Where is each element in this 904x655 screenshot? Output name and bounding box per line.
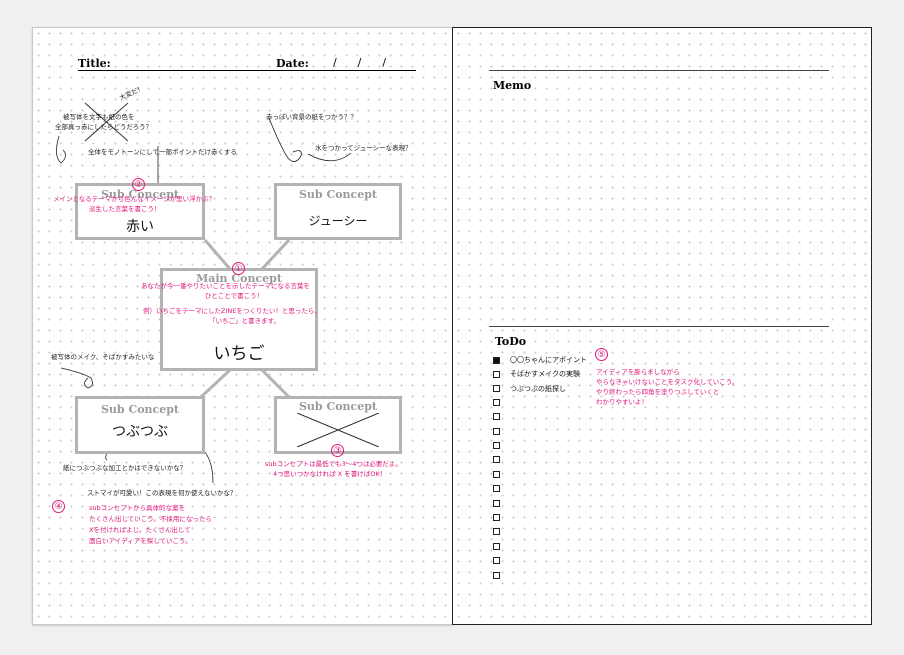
title-label: Title:	[78, 57, 111, 70]
memo-label: Memo	[493, 79, 532, 92]
main-concept-hint-2: ひとことで書こう！	[205, 292, 264, 300]
note-crossed-1: 被写体を文字も紙の色を	[63, 113, 135, 121]
note-paper-texture: 紙につぶつぶな加工とかはできないかな？	[63, 464, 187, 472]
todo-checkbox[interactable]	[493, 499, 500, 507]
todo-checkbox[interactable]	[493, 441, 500, 449]
main-concept-value: いちご	[213, 344, 265, 364]
todo-checkbox[interactable]	[493, 427, 500, 435]
step-2-badge: ②	[132, 178, 145, 191]
todo-item: 〇〇ちゃんにアポイント	[493, 355, 587, 365]
todo-checkbox[interactable]	[493, 557, 500, 565]
step-4-line-4: 面白いアイディアを探していこう。	[89, 537, 192, 545]
note-water: 水をつかってジューシーな表現？	[315, 144, 412, 152]
todo-item-label: そばかすメイクの実験	[510, 370, 580, 379]
todo-item	[493, 513, 510, 521]
todo-item	[493, 542, 510, 550]
note-monotone: 全体をモノトーンにして一部ポイントだけ赤くする	[88, 148, 237, 156]
cross-mark-icon	[297, 413, 379, 447]
step-5-line-4: わかりやすいよ！	[596, 398, 648, 406]
todo-checkbox[interactable]	[493, 398, 500, 406]
right-page: Memo ToDo 〇〇ちゃんにアポイントそばかすメイクの実験つぶつぶの紙探し …	[452, 27, 872, 625]
left-page: Title: Date: / / / Sub Concept 赤い Sub Co…	[32, 27, 453, 625]
todo-item-label: つぶつぶの紙探し	[510, 384, 566, 393]
todo-checkbox[interactable]	[493, 542, 500, 550]
todo-item	[493, 441, 510, 449]
todo-checkbox[interactable]	[493, 571, 500, 579]
todo-checkbox[interactable]	[493, 528, 500, 536]
sub-concept-title: Sub Concept	[298, 188, 378, 201]
main-concept-box[interactable]: Main Concept いちご	[160, 268, 318, 371]
todo-checkbox[interactable]	[493, 513, 500, 521]
step-1-badge: ①	[232, 262, 245, 275]
step-5-line-1: アイディアを膨らましながら	[596, 368, 680, 376]
step-5-badge: ⑤	[595, 348, 608, 361]
step-2-line-2: 派生した言葉を書こう！	[89, 205, 161, 213]
todo-item	[493, 456, 510, 464]
step-4-line-1: subコンセプトから具体的な案を	[89, 504, 186, 512]
todo-checkbox[interactable]	[493, 456, 500, 464]
step-4-line-2: たくさん出していこう。不採用になったら	[89, 515, 212, 523]
todo-checkbox[interactable]	[493, 413, 500, 421]
todo-checkbox[interactable]	[493, 356, 500, 364]
todo-item	[493, 398, 510, 406]
date-label: Date:	[276, 57, 309, 70]
sub-concept-value: つぶつぶ	[112, 424, 168, 440]
step-2-line-1: メインとなるテーマから色んなイメージが思い浮かぶ？	[53, 195, 216, 203]
todo-item	[493, 470, 510, 478]
todo-rule	[489, 326, 829, 327]
step-3-line-1: subコンセプトは最低でも3〜4つは必要だよ。	[265, 460, 402, 468]
todo-item	[493, 485, 510, 493]
todo-checkbox[interactable]	[493, 470, 500, 478]
step-5-line-2: やらなきゃいけないことをタスク化していこう。	[596, 378, 739, 386]
todo-item: つぶつぶの紙探し	[493, 384, 566, 394]
sub-concept-title: Sub Concept	[100, 188, 180, 201]
todo-checkbox[interactable]	[493, 385, 500, 393]
main-concept-example-1: 例）いちごをテーマにしたZINEをつくりたい！と思ったら、	[143, 307, 321, 315]
main-concept-title: Main Concept	[196, 272, 282, 285]
sub-concept-value: 赤い	[126, 219, 154, 235]
todo-label: ToDo	[495, 335, 527, 348]
date-slashes: / / /	[333, 56, 387, 69]
main-concept-hint-1: あなたが今一番やりたいことを示したテーマになる言葉を	[141, 282, 310, 290]
step-3-line-2: 4つ思いつかなければ X を書けばOK！	[273, 470, 387, 478]
todo-item-label: 〇〇ちゃんにアポイント	[510, 356, 587, 364]
todo-item	[493, 499, 510, 507]
note-crossed-2: 全部真っ赤にしたらどうだろう？	[55, 123, 153, 131]
memo-rule	[489, 70, 829, 71]
todo-item	[493, 557, 510, 565]
header-underline	[78, 70, 416, 71]
main-concept-example-2: 「いちご」と書きます。	[209, 317, 280, 325]
todo-item	[493, 427, 510, 435]
step-5-line-3: やり終わったら四角を塗りつぶしていくと	[596, 388, 720, 396]
note-freckle-makeup: 被写体のメイク、そばかすみたいな	[51, 353, 155, 361]
sub-concept-box-top-right[interactable]: Sub Concept ジューシー	[274, 183, 402, 240]
step-4-badge: ④	[52, 500, 65, 513]
todo-item	[493, 571, 510, 579]
note-red-paper: 赤っぽい背景の紙をつかう？？	[266, 113, 357, 121]
sub-concept-title: Sub Concept	[298, 400, 378, 413]
step-3-badge: ③	[331, 444, 344, 457]
sub-concept-box-bottom-left[interactable]: Sub Concept つぶつぶ	[75, 396, 205, 454]
todo-checkbox[interactable]	[493, 370, 500, 378]
todo-item: そばかすメイクの実験	[493, 369, 580, 379]
sub-concept-value: ジューシー	[308, 214, 368, 228]
note-straw: ストマイが可愛い！この表現を何か使えないかな？	[87, 489, 237, 497]
todo-checkbox[interactable]	[493, 485, 500, 493]
step-4-line-3: Xを付ければよし。たくさん出して	[89, 526, 191, 534]
todo-item	[493, 413, 510, 421]
sub-concept-box-top-left[interactable]: Sub Concept 赤い	[75, 183, 205, 240]
todo-item	[493, 528, 510, 536]
sub-concept-title: Sub Concept	[100, 403, 180, 416]
